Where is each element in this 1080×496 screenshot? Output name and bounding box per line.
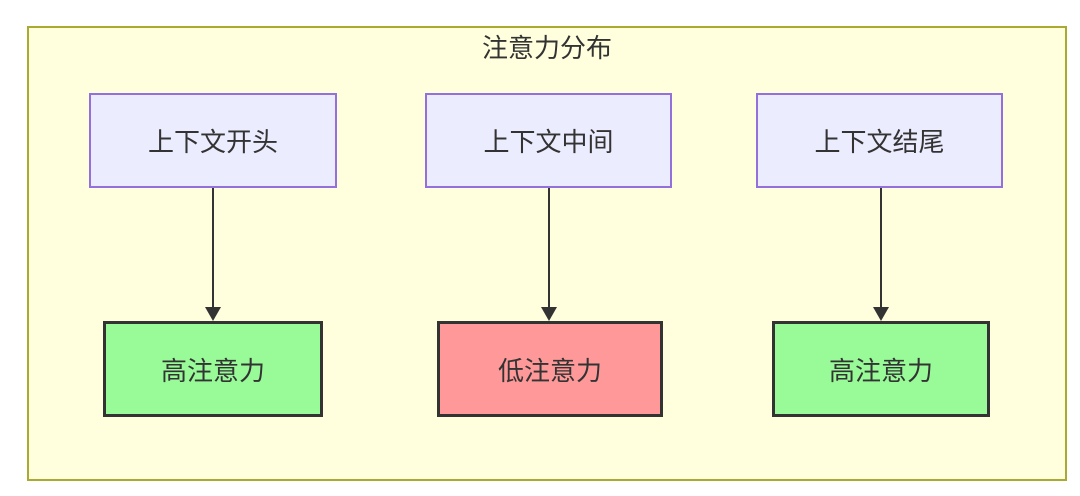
node-high-attention-left: 高注意力 bbox=[103, 321, 323, 417]
arrowhead-down-icon bbox=[205, 307, 221, 321]
node-context-end: 上下文结尾 bbox=[756, 93, 1003, 188]
attention-distribution-cluster: 注意力分布 上下文开头 上下文中间 上下文结尾 高注意力 低注意力 高注意力 bbox=[27, 26, 1067, 481]
diagram-title: 注意力分布 bbox=[481, 33, 612, 63]
node-low-attention-middle: 低注意力 bbox=[437, 321, 663, 417]
arrow-end-to-high bbox=[873, 188, 889, 321]
node-context-middle: 上下文中间 bbox=[425, 93, 672, 188]
node-context-beginning: 上下文开头 bbox=[89, 93, 337, 188]
arrow-middle-to-low bbox=[541, 188, 557, 321]
arrow-beginning-to-high bbox=[205, 188, 221, 321]
node-high-attention-right: 高注意力 bbox=[772, 321, 990, 417]
arrowhead-down-icon bbox=[873, 307, 889, 321]
arrowhead-down-icon bbox=[541, 307, 557, 321]
